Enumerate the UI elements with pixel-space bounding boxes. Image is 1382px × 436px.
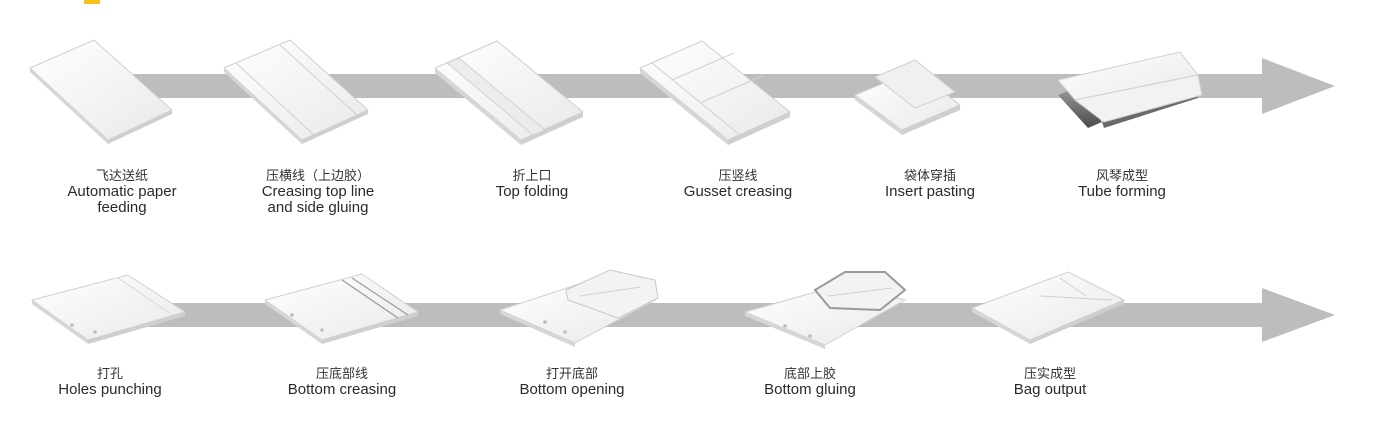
step-label-cn: 压竖线 xyxy=(718,168,758,183)
step-label-cn: 飞达送纸 xyxy=(95,168,148,183)
step-label-en: Creasing top line and side gluing xyxy=(261,183,375,216)
step-label-en: Holes punching xyxy=(58,381,162,398)
row-2-arrowhead xyxy=(1262,288,1335,342)
row-1-arrowhead xyxy=(1262,58,1335,114)
finished-bag-icon xyxy=(970,271,1126,344)
step-label-cn: 压横线（上边胶） xyxy=(265,168,370,183)
step-label-en: Top folding xyxy=(495,183,569,200)
step-label-cn: 压实成型 xyxy=(1023,366,1076,381)
gusset-creased-sheet-icon xyxy=(639,40,791,145)
insert-sheet-icon xyxy=(853,59,961,135)
step-label-cn: 底部上胶 xyxy=(783,366,836,381)
folded-top-sheet-icon xyxy=(434,40,584,145)
creased-sheet-icon xyxy=(223,39,369,144)
bottom-open-icon xyxy=(498,269,659,347)
step-label-en: Insert pasting xyxy=(884,183,976,200)
step-label-cn: 风琴成型 xyxy=(1095,168,1148,183)
step-label-en: Bag output xyxy=(1013,381,1087,398)
bottom-glue-icon xyxy=(743,271,907,349)
tube-icon xyxy=(1057,51,1203,128)
step-label-en: Gusset creasing xyxy=(683,183,793,200)
step-label-en: Automatic paper feeding xyxy=(67,183,177,216)
step-label-cn: 袋体穿插 xyxy=(903,168,956,183)
step-label-en: Bottom gluing xyxy=(764,381,856,398)
cropped-accent-mark xyxy=(84,0,100,4)
step-label-en: Tube forming xyxy=(1078,183,1166,200)
step-label-en: Bottom opening xyxy=(519,381,625,398)
step-label-cn: 打开底部 xyxy=(545,366,598,381)
step-label-1-2: 压横线（上边胶）Creasing top line and side gluin… xyxy=(218,168,418,216)
step-label-cn: 折上口 xyxy=(512,168,552,183)
punched-sheet-icon xyxy=(30,274,187,344)
step-label-cn: 打孔 xyxy=(96,366,123,381)
bottom-creased-sheet-icon xyxy=(263,273,420,344)
flat-sheet-icon xyxy=(29,39,173,144)
step-label-cn: 压底部线 xyxy=(315,366,368,381)
step-label-en: Bottom creasing xyxy=(287,381,397,398)
